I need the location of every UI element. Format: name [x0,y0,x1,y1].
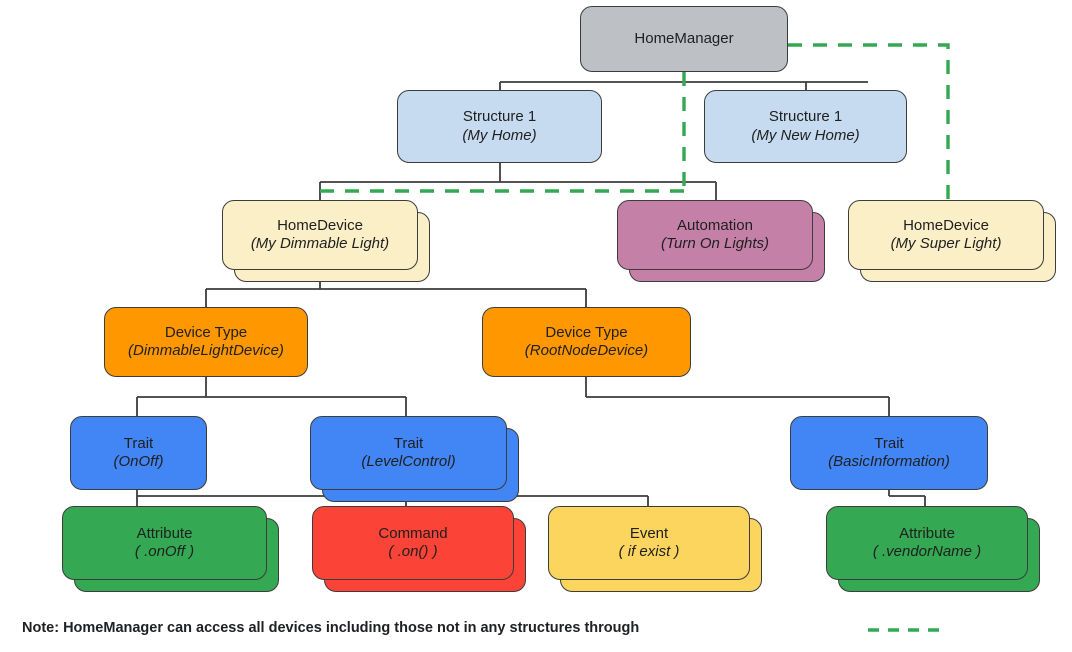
home-device-my-super-light-node-primary-label: HomeDevice [903,216,989,234]
automation-turn-on-lights-node[interactable]: Automation(Turn On Lights) [617,200,813,270]
device-type-dimmablelightdevice-node[interactable]: Device Type(DimmableLightDevice) [104,307,308,377]
trait-onoff-node-primary-label: Trait [123,434,154,452]
dashed-edge-0 [788,43,950,200]
attribute-vendorname-node-secondary-label: ( .vendorName ) [872,543,982,560]
home-device-my-super-light-node[interactable]: HomeDevice(My Super Light) [848,200,1044,270]
command-on-node-secondary-label: ( .on() ) [388,543,438,560]
structure-my-new-home-node-secondary-label: (My New Home) [751,126,860,144]
trait-basicinformation-node-primary-label: Trait [874,434,904,452]
home-device-my-dimmable-light-node[interactable]: HomeDevice(My Dimmable Light) [222,200,418,270]
attribute-vendorname-node[interactable]: Attribute( .vendorName ) [826,506,1028,580]
device-type-dimmablelightdevice-node-secondary-label: (DimmableLightDevice) [128,342,284,359]
structure-my-new-home-node-primary-label: Structure 1 [768,108,843,126]
command-on-node-primary-label: Command [378,524,448,542]
event-if-exist-node[interactable]: Event( if exist ) [548,506,750,580]
event-if-exist-node-primary-label: Event [629,524,669,542]
automation-turn-on-lights-node-primary-label: Automation [677,216,753,234]
home-manager-node-primary-label: HomeManager [634,29,734,47]
trait-levelcontrol-node[interactable]: Trait(LevelControl) [310,416,507,490]
structure-my-home-node[interactable]: Structure 1(My Home) [397,90,602,163]
trait-basicinformation-node-secondary-label: (BasicInformation) [828,453,950,470]
home-manager-node[interactable]: HomeManager [580,6,788,72]
dashed-access-connectors [320,43,950,200]
note-legend-dash [868,628,946,632]
automation-turn-on-lights-node-secondary-label: (Turn On Lights) [660,235,770,252]
home-device-my-super-light-node-secondary-label: (My Super Light) [890,235,1002,252]
trait-basicinformation-node[interactable]: Trait(BasicInformation) [790,416,988,490]
device-type-rootnodedevice-node[interactable]: Device Type(RootNodeDevice) [482,307,691,377]
device-type-rootnodedevice-node-primary-label: Device Type [545,323,628,341]
event-if-exist-node-secondary-label: ( if exist ) [618,543,680,560]
device-type-rootnodedevice-node-secondary-label: (RootNodeDevice) [524,342,649,359]
device-type-dimmablelightdevice-node-primary-label: Device Type [164,323,248,341]
attribute-onoff-node-secondary-label: ( .onOff ) [134,543,195,560]
attribute-vendorname-node-primary-label: Attribute [899,524,955,542]
home-device-my-dimmable-light-node-secondary-label: (My Dimmable Light) [250,235,390,252]
structure-my-home-node-primary-label: Structure 1 [462,108,537,126]
structure-my-home-node-secondary-label: (My Home) [462,126,537,144]
trait-levelcontrol-node-secondary-label: (LevelControl) [361,453,456,470]
home-device-my-dimmable-light-node-primary-label: HomeDevice [277,216,363,234]
structure-my-new-home-node[interactable]: Structure 1(My New Home) [704,90,907,163]
note-text: Note: HomeManager can access all devices… [22,620,640,636]
trait-onoff-node-secondary-label: (OnOff) [113,453,164,470]
command-on-node[interactable]: Command( .on() ) [312,506,514,580]
attribute-onoff-node-primary-label: Attribute [136,524,193,542]
attribute-onoff-node[interactable]: Attribute( .onOff ) [62,506,267,580]
trait-onoff-node[interactable]: Trait(OnOff) [70,416,207,490]
trait-levelcontrol-node-primary-label: Trait [393,434,424,452]
